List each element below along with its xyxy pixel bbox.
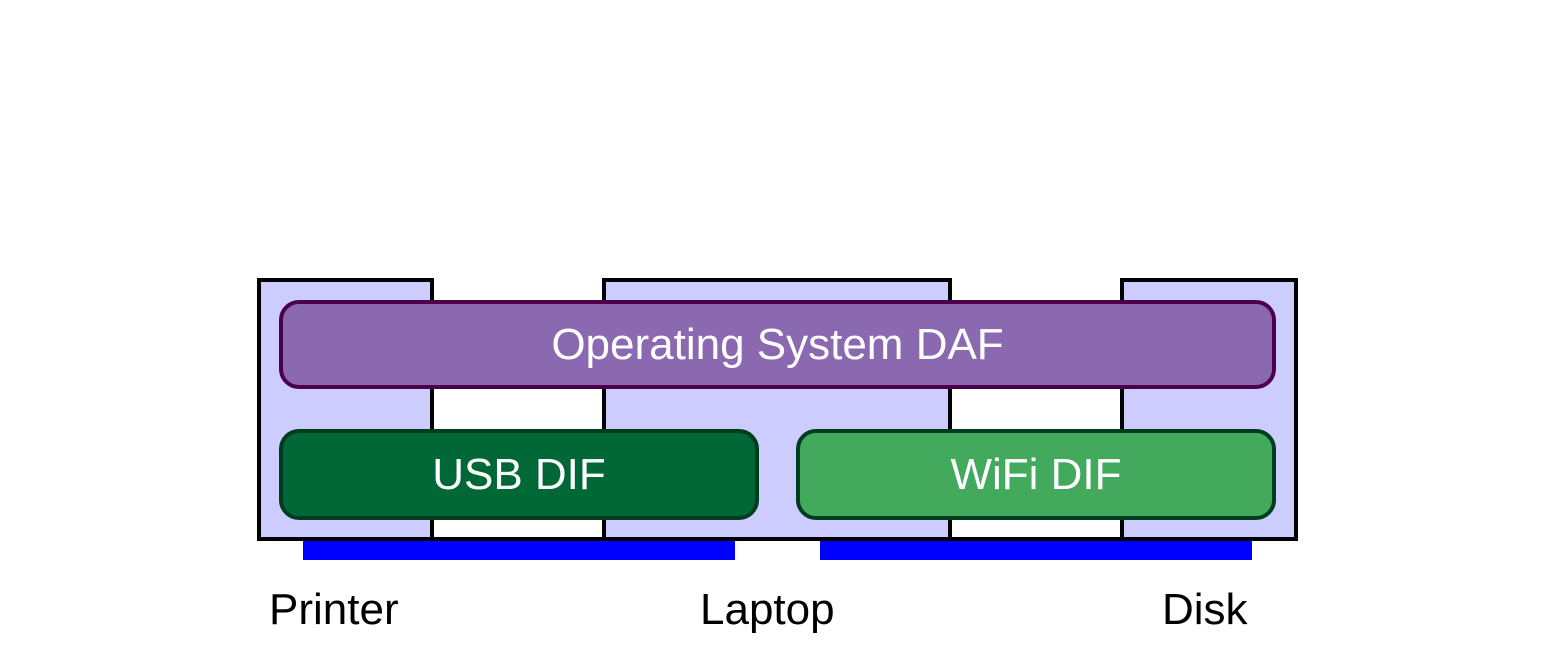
- bottom-connector-left: [430, 537, 606, 541]
- daf-label: Operating System DAF: [551, 319, 1004, 369]
- operating-system-daf-layer: Operating System DAF: [279, 300, 1276, 389]
- usb-dif-label: USB DIF: [432, 449, 606, 499]
- wifi-link: [820, 539, 1252, 560]
- laptop-label: Laptop: [700, 585, 835, 634]
- bottom-connector-right: [948, 537, 1124, 541]
- usb-dif-layer: USB DIF: [279, 429, 759, 520]
- usb-link: [303, 539, 735, 560]
- printer-label: Printer: [269, 585, 399, 634]
- wifi-dif-layer: WiFi DIF: [796, 429, 1276, 520]
- disk-label: Disk: [1162, 585, 1248, 634]
- wifi-dif-label: WiFi DIF: [950, 449, 1122, 499]
